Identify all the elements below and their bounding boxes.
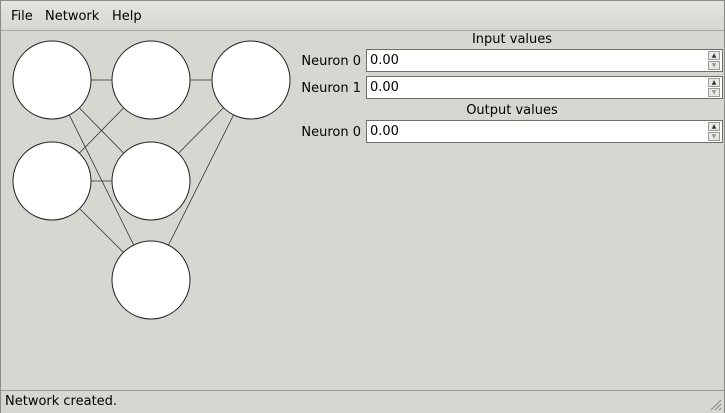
output-neuron-0-value[interactable]: 0.00: [370, 124, 399, 139]
menu-network[interactable]: Network: [45, 9, 100, 24]
input-neuron-1-label: Neuron 1: [301, 81, 361, 96]
status-text: Network created.: [5, 394, 118, 409]
neuron-node[interactable]: [12, 141, 92, 221]
menu-help[interactable]: Help: [112, 9, 142, 24]
menu-file[interactable]: File: [11, 9, 33, 24]
input-neuron-1-value[interactable]: 0.00: [370, 80, 399, 95]
neuron-node[interactable]: [111, 141, 191, 221]
output-neuron-0-label: Neuron 0: [301, 125, 361, 140]
input-neuron-0-spinner[interactable]: 0.00 ▲ ▼: [366, 49, 723, 72]
status-bar: Network created.: [1, 390, 724, 413]
menu-bar: File Network Help: [1, 1, 724, 31]
input-neuron-0-label: Neuron 0: [301, 54, 361, 69]
network-neurons: [12, 40, 291, 320]
output-neuron-0-spinner[interactable]: 0.00 ▲ ▼: [366, 120, 723, 143]
resize-grip-icon[interactable]: [710, 399, 722, 411]
spin-up-arrow-icon[interactable]: ▲: [708, 78, 720, 87]
neuron-node[interactable]: [111, 40, 191, 120]
spin-up-arrow-icon[interactable]: ▲: [708, 51, 720, 60]
spin-up-arrow-icon[interactable]: ▲: [708, 122, 720, 131]
input-neuron-0-value[interactable]: 0.00: [370, 53, 399, 68]
spin-down-arrow-icon[interactable]: ▼: [708, 61, 720, 70]
spin-down-arrow-icon[interactable]: ▼: [708, 88, 720, 97]
spin-down-arrow-icon[interactable]: ▼: [708, 132, 720, 141]
input-neuron-1-spinner[interactable]: 0.00 ▲ ▼: [366, 76, 723, 99]
neuron-node[interactable]: [111, 240, 191, 320]
neuron-node[interactable]: [211, 40, 291, 120]
input-values-title: Input values: [471, 32, 553, 47]
network-diagram: [12, 40, 291, 320]
output-values-title: Output values: [466, 103, 558, 118]
neuron-node[interactable]: [12, 40, 92, 120]
